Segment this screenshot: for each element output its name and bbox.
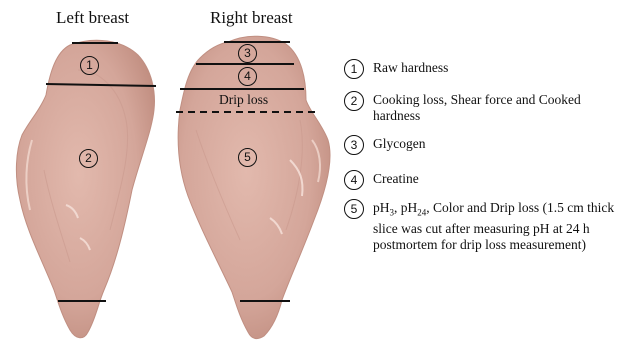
legend-item-1: 1 Raw hardness [344, 60, 448, 79]
legend-number-3: 3 [344, 135, 364, 155]
legend-text-5: pH3, pH24, Color and Drip loss (1.5 cm t… [373, 200, 625, 252]
legend-item-5: 5 pH3, pH24, Color and Drip loss (1.5 cm… [344, 200, 625, 252]
legend-text-4: Creatine [373, 171, 419, 187]
legend-number-4: 4 [344, 170, 364, 190]
right-breast-title: Right breast [210, 8, 293, 28]
region-5-marker: 5 [238, 148, 257, 167]
legend-item-2: 2 Cooking loss, Shear force and Cooked h… [344, 92, 593, 123]
left-breast-title: Left breast [56, 8, 129, 28]
region-4-marker: 4 [238, 67, 257, 86]
region-1-marker: 1 [80, 56, 99, 75]
legend-text-3: Glycogen [373, 136, 425, 152]
region-3-marker: 3 [238, 44, 257, 63]
legend-item-4: 4 Creatine [344, 171, 419, 190]
legend-number-2: 2 [344, 91, 364, 111]
drip-loss-label: Drip loss [219, 92, 268, 108]
legend-item-3: 3 Glycogen [344, 136, 425, 155]
legend-text-2: Cooking loss, Shear force and Cooked har… [373, 92, 593, 123]
region-2-marker: 2 [79, 149, 98, 168]
legend-number-5: 5 [344, 199, 364, 219]
left-breast [16, 40, 156, 338]
legend-text-1: Raw hardness [373, 60, 448, 76]
legend-number-1: 1 [344, 59, 364, 79]
